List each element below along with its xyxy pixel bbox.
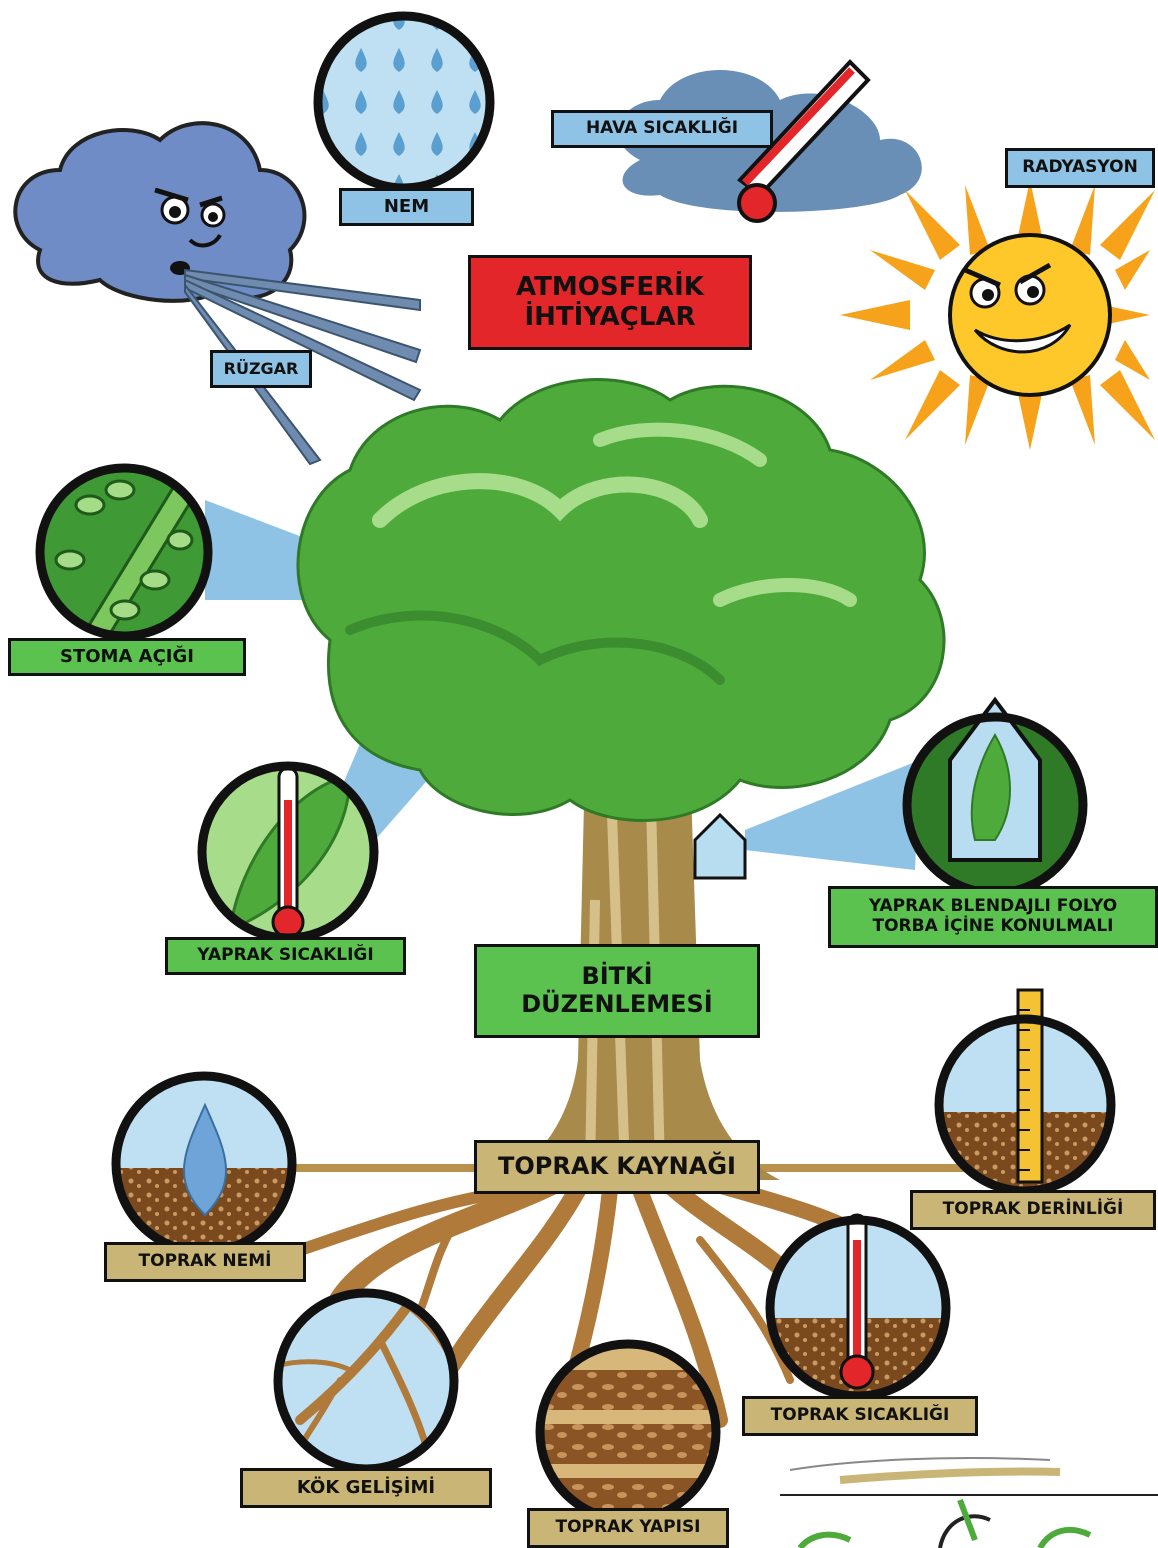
label-yaprak-folyo: YAPRAK BLENDAJLI FOLYO TORBA İÇİNE KONUL… [828,886,1158,948]
stoma-icon [35,463,213,641]
label-kok-gelisimi: KÖK GELİŞİMİ [240,1468,492,1508]
label-hava-sicakligi: HAVA SICAKLIĞI [551,110,773,148]
roots-icon [294,1169,878,1429]
label-radyasyon: RADYASYON [1005,148,1155,188]
angry-cloud-icon [13,121,307,303]
label-toprak-nemi: TOPRAK NEMİ [104,1242,306,1282]
leaf-thermometer-icon [197,761,379,943]
label-ruzgar: RÜZGAR [210,350,312,388]
label-atmosferik-ihtiyaclar: ATMOSFERİK İHTİYAÇLAR [468,255,752,350]
label-toprak-kaynagi: TOPRAK KAYNAĞI [474,1140,760,1194]
yaprak-folyo-line2: TORBA İÇİNE KONULMALI [872,916,1114,936]
angry-sun-icon [840,180,1155,450]
label-nem: NEM [339,188,474,226]
leaf-bag-icon [902,696,1088,898]
small-leaf-bag-icon [693,812,747,880]
sketch-fragment [780,1457,1158,1548]
bitki-line1: BİTKİ [581,962,653,991]
label-yaprak-sicakligi: YAPRAK SICAKLIĞI [165,937,406,975]
label-bitki-duzenlemesi: BİTKİ DÜZENLEMESİ [474,944,760,1038]
root-development-icon [273,1288,459,1474]
yaprak-folyo-line1: YAPRAK BLENDAJLI FOLYO [868,896,1118,917]
water-drop-icon [111,1071,297,1257]
label-toprak-yapisi: TOPRAK YAPISI [527,1508,729,1548]
label-toprak-sicakligi: TOPRAK SICAKLIĞI [742,1396,978,1436]
label-toprak-derinligi: TOPRAK DERİNLİĞİ [910,1190,1156,1230]
bitki-line2: DÜZENLEMESİ [521,990,713,1018]
raindrops-icon [313,11,495,193]
atmosferik-line2: İHTİYAÇLAR [524,301,696,332]
tree-icon [296,378,946,822]
soil-layers-icon [535,1339,721,1525]
label-stoma-acigi: STOMA AÇIĞI [8,638,246,676]
atmosferik-line1: ATMOSFERİK [516,271,704,302]
ruler-icon [934,988,1116,1196]
